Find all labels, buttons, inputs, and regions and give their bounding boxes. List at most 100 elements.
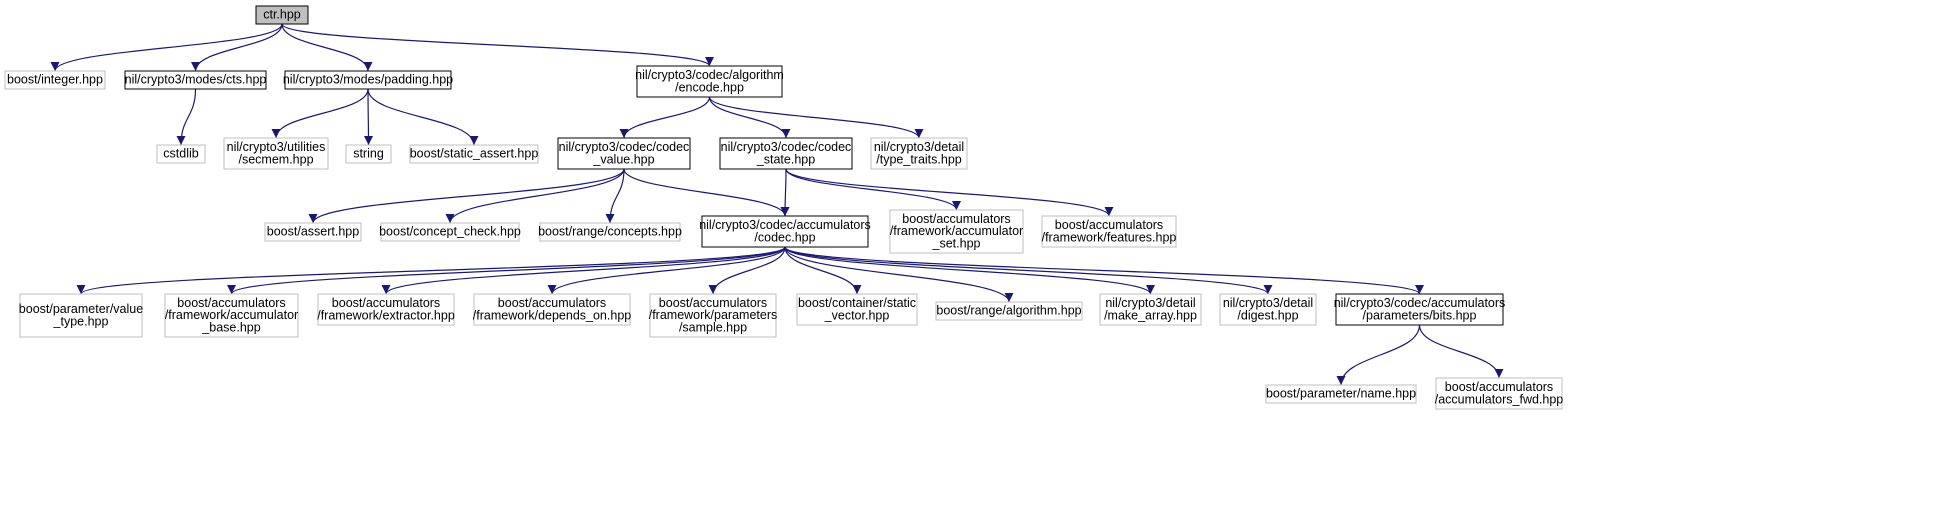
edge-bits-to-afwd [1418,324,1504,379]
node-dep: boost/accumulators/framework/depends_on.… [473,293,631,326]
node-box-aset [889,209,1024,254]
edge-acc-to-dep [547,246,786,295]
node-box-bits [1335,293,1504,326]
node-label-dig-line-0: nil/crypto3/detail [1223,296,1313,310]
node-box-extr [317,293,455,326]
node-label-ttr-line-1: /type_traits.hpp [876,152,962,166]
node-label-marr-line-0: nil/crypto3/detail [1105,296,1195,310]
node-label-samp-line-1: /framework/parameters [649,308,778,322]
edge-bits-to-pname [1336,324,1421,386]
node-label-secm-line-1: /secmem.hpp [238,152,313,166]
node-label-ctr-line-0: ctr.hpp [263,8,301,22]
edge-ctr-to-enc [281,23,714,67]
node-label-acc-line-0: nil/crypto3/codec/accumulators [699,218,871,232]
node-label-secm-line-0: nil/crypto3/utilities [227,140,326,154]
node-box-enc [636,65,783,98]
node-acc[interactable]: nil/crypto3/codec/accumulators/codec.hpp [699,215,871,248]
node-box-brc [539,222,681,242]
node-label-bcc-line-0: boost/concept_check.hpp [379,225,521,239]
node-marr: nil/crypto3/detail/make_array.hpp [1099,293,1202,326]
edge-acc-to-samp [708,246,786,295]
node-ctr[interactable]: ctr.hpp [255,5,309,25]
node-box-dig [1219,293,1317,326]
node-pad[interactable]: nil/crypto3/modes/padding.hpp [283,70,453,90]
node-label-afwd-line-1: /accumulators_fwd.hpp [1435,392,1564,406]
node-str: string [345,144,392,164]
node-cval[interactable]: nil/crypto3/codec/codec_value.hpp [557,137,691,170]
edge-cst-to-feat [785,168,1114,217]
node-label-afwd-line-0: boost/accumulators [1445,380,1553,394]
node-afwd: boost/accumulators/accumulators_fwd.hpp [1435,377,1564,410]
node-label-cval-line-1: _value.hpp [592,152,654,166]
node-box-pname [1265,384,1417,404]
node-box-sass [409,144,539,164]
node-label-bint-line-0: boost/integer.hpp [7,73,103,87]
node-label-svec-line-1: _vector.hpp [824,308,890,322]
node-box-vt [19,293,143,338]
edge-ctr-to-pad [281,23,373,72]
node-cts[interactable]: nil/crypto3/modes/cts.hpp [124,70,267,90]
node-enc[interactable]: nil/crypto3/codec/algorithm/encode.hpp [635,65,784,98]
node-box-bcc [380,222,520,242]
node-label-vt-line-1: _type.hpp [53,314,109,328]
edge-pad-to-str [363,88,373,146]
node-vt: boost/parameter/value_type.hpp [19,293,143,338]
node-label-pname-line-0: boost/parameter/name.hpp [1266,387,1416,401]
node-box-abase [164,293,299,338]
nodes-layer: ctr.hpp boost/integer.hpp nil/crypto3/mode… [4,5,1564,410]
edge-pad-to-sass [367,88,479,146]
node-label-abase-line-0: boost/accumulators [177,296,285,310]
edge-cst-to-aset [785,168,961,211]
node-box-cts [124,70,267,90]
node-box-bas [264,222,362,242]
node-label-bits-line-1: /parameters/bits.hpp [1363,308,1477,322]
node-box-samp [649,293,777,338]
node-label-abase-line-1: /framework/accumulator [165,308,298,322]
node-label-enc-line-0: nil/crypto3/codec/algorithm [635,68,784,82]
node-bcc: boost/concept_check.hpp [379,222,521,242]
node-label-dep-line-0: boost/accumulators [498,296,606,310]
node-label-bas-line-0: boost/assert.hpp [267,225,359,239]
node-label-abase-line-2: _base.hpp [201,320,260,334]
node-bits[interactable]: nil/crypto3/codec/accumulators/parameter… [1334,293,1506,326]
node-label-cstd-line-0: cstdlib [163,147,198,161]
node-box-ctr [255,5,309,25]
edge-pad-to-secm [271,88,369,139]
node-dig: nil/crypto3/detail/digest.hpp [1219,293,1317,326]
edge-acc-to-bits [784,246,1424,295]
edge-acc-to-ralg [784,246,1014,303]
node-box-cval [557,137,691,170]
edge-cval-to-brc [605,168,625,224]
node-bint: boost/integer.hpp [4,70,106,90]
node-label-aset-line-2: _set.hpp [932,236,981,250]
node-label-ralg-line-0: boost/range/algorithm.hpp [936,304,1081,318]
node-label-extr-line-1: /framework/extractor.hpp [317,308,455,322]
node-secm: nil/crypto3/utilities/secmem.hpp [223,137,329,170]
node-cst[interactable]: nil/crypto3/codec/codec_state.hpp [719,137,853,170]
node-box-bint [4,70,106,90]
edge-cst-to-acc [780,168,790,217]
node-box-dep [473,293,631,326]
node-box-ralg [935,301,1083,321]
node-label-cst-line-1: _state.hpp [756,152,815,166]
node-label-ttr-line-0: nil/crypto3/detail [874,140,964,154]
edge-acc-to-dig [784,246,1273,295]
node-samp: boost/accumulators/framework/parameters/… [649,293,778,338]
node-label-cval-line-0: nil/crypto3/codec/codec [559,140,690,154]
node-box-cst [719,137,853,170]
node-abase: boost/accumulators/framework/accumulator… [164,293,299,338]
edges-layer [50,23,1504,386]
edge-ctr-to-cts [191,23,283,72]
node-label-str-line-0: string [353,147,384,161]
node-box-marr [1099,293,1202,326]
edge-ctr-to-bint [50,23,283,72]
node-label-samp-line-2: /sample.hpp [679,320,747,334]
node-label-bits-line-0: nil/crypto3/codec/accumulators [1334,296,1506,310]
edge-acc-to-extr [381,246,786,295]
edge-acc-to-vt [76,246,786,295]
node-svec: boost/container/static_vector.hpp [796,293,918,326]
node-label-enc-line-1: /encode.hpp [675,80,744,94]
node-label-feat-line-1: /framework/features.hpp [1042,230,1177,244]
node-cstd: cstdlib [156,144,206,164]
